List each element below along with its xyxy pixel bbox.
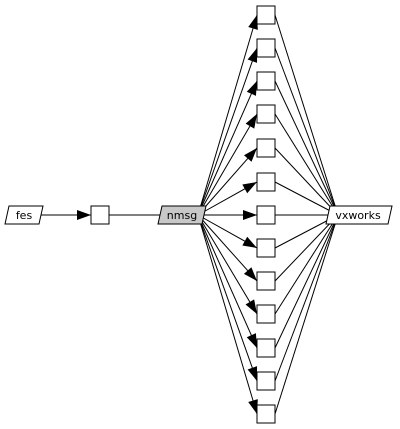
arrowhead-nmsg-to-box-7 [243,210,257,220]
edge-box-to-vxworks-9 [274,214,339,282]
edge-nmsg-to-box-4 [197,113,258,216]
edge-nmsg-to-box-5 [197,147,258,216]
arrowhead-fes-to-box [77,210,91,220]
edge-nmsg-to-box-1 [197,14,258,216]
arrowhead-nmsg-to-box-2 [247,48,258,63]
edge-box-to-vxworks-4 [274,113,339,216]
arrowhead-nmsg-to-box-10 [245,299,257,314]
edge-nmsg-to-box-12 [197,214,258,382]
arrowhead-nmsg-to-box-12 [247,366,258,381]
node-box-6[interactable] [256,172,276,192]
node-box-4[interactable] [256,104,276,124]
node-nmsg[interactable]: nmsg [157,205,207,225]
arrowhead-nmsg-to-box-4 [245,114,257,129]
node-box-5[interactable] [256,138,276,158]
arrowhead-nmsg-to-box-5 [243,148,257,162]
edge-nmsg-to-box-13 [197,214,258,415]
node-vxworks[interactable]: vxworks [325,205,393,225]
edge-nmsg-to-box-9 [197,214,258,282]
edge-box-to-vxworks-3 [274,80,339,216]
edge-box-to-vxworks-2 [274,47,339,216]
node-box-7[interactable] [256,205,276,225]
node-fes-label: fes [16,209,33,222]
node-box-intermediate[interactable] [90,205,110,225]
edge-nmsg-to-box-10 [197,214,258,315]
edge-box-to-vxworks-5 [274,147,339,216]
node-vxworks-label: vxworks [335,209,381,222]
node-box-9[interactable] [256,271,276,291]
edge-nmsg-to-box-2 [197,47,258,216]
edge-box-to-vxworks-12 [274,214,339,382]
node-fes-shape [4,205,44,225]
arrowhead-nmsg-to-box-1 [248,15,258,30]
node-vxworks-shape [325,205,393,225]
middle-boxes-layer [256,5,276,424]
edges-layer [41,14,339,415]
arrowhead-nmsg-to-box-13 [248,399,258,414]
arrowhead-nmsg-to-box-6 [242,182,257,194]
node-box-13[interactable] [256,404,276,424]
node-nmsg-shape [157,205,207,225]
edge-box-to-vxworks-11 [274,214,339,349]
edge-box-to-vxworks-10 [274,214,339,315]
arrowhead-nmsg-to-box-9 [243,267,257,281]
node-box-1[interactable] [256,5,276,25]
node-box-10[interactable] [256,304,276,324]
arrowhead-nmsg-to-box-11 [246,333,257,348]
edge-nmsg-to-box-11 [197,214,258,349]
edge-box-to-vxworks-13 [274,214,339,415]
edge-box-to-vxworks-6 [274,181,339,216]
arrowhead-nmsg-to-box-3 [246,81,257,96]
node-nmsg-label: nmsg [167,209,197,222]
node-box-2[interactable] [256,38,276,58]
edge-box-to-vxworks-1 [274,14,339,216]
node-box-3[interactable] [256,71,276,91]
edge-nmsg-to-box-3 [197,80,258,216]
arrowheads-layer [77,15,258,414]
arrowhead-nmsg-to-box-8 [242,236,257,248]
node-fes[interactable]: fes [4,205,44,225]
node-box-11[interactable] [256,338,276,358]
node-box-8[interactable] [256,238,276,258]
node-box-12[interactable] [256,371,276,391]
